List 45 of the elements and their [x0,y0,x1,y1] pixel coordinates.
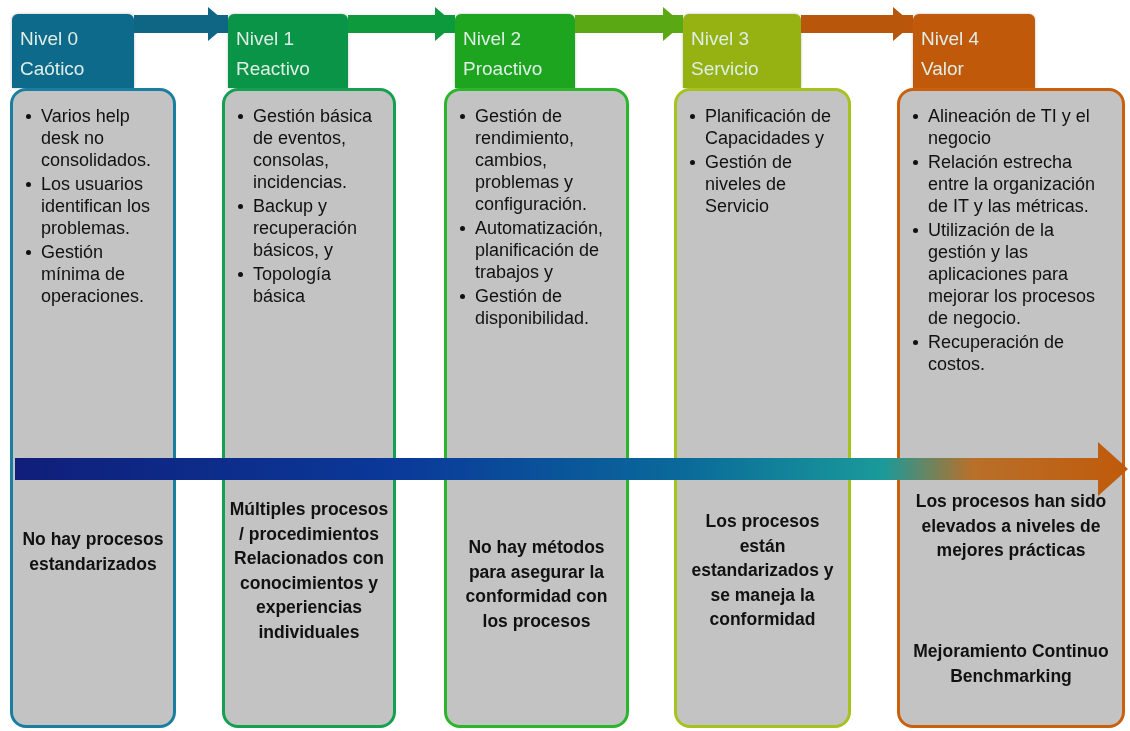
level-title: Caótico [20,57,85,81]
summary-text: No hay procesos estandarizados [21,528,165,576]
summary-text: Múltiples procesos / procedimientos Relacionados con conocimientos y experiencias individuales [229,498,389,644]
level-tab [455,14,575,88]
level-title: Reactivo [236,57,310,81]
level-title: Nivel 4 [921,27,980,51]
level-tab [228,14,348,88]
level-title: Nivel 2 [463,27,522,51]
arrow [801,7,913,41]
level-title: Nivel 0 [20,27,79,51]
bullet-item: Varios help desk no consolidados. [41,106,152,170]
level-card [897,88,1125,728]
arrow [134,7,228,41]
level-tab [12,14,134,88]
level-card [222,88,396,728]
bullet-item: Gestión de niveles de Servicio [705,152,793,216]
level-title: Servicio [691,57,759,81]
bullet-item: Gestión básica de eventos, consolas, incidencias. [253,106,373,192]
bullet-item: Relación estrecha entre la organización de IT y las métricas. [928,152,1096,216]
bullet-item: Gestión de rendimiento, cambios, problemas y configuración. [475,106,588,214]
level-card [444,88,629,728]
bullet-item: Utilización de la gestión y las aplicaciones para mejorar los procesos de negocio. [928,220,1096,328]
bullet-item: Backup y recuperación básicos, y [253,196,358,260]
level-title: Nivel 3 [691,27,750,51]
bullet-item: Los usuarios identifican los problemas. [41,174,151,238]
bullet-item: Automatización, planificación de trabajos y [475,218,604,282]
level-title: Nivel 1 [236,27,295,51]
level-card [10,88,176,728]
arrow [348,7,455,41]
bullet-item: Gestión mínima de operaciones. [41,242,145,306]
summary-text: Los procesos están estandarizados y se maneja la conformidad [690,510,835,631]
bullet-item: Alineación de TI y el negocio [928,106,1090,148]
summary-text: Los procesos han sido elevados a niveles de mejores prácticas [914,490,1108,562]
level-title: Valor [921,57,964,81]
summary-text: Mejoramiento Continuo Benchmarking [912,640,1110,688]
summary-text: No hay métodos para asegurar la conformidad con los procesos [464,536,609,633]
level-tab [913,14,1035,88]
bullet-item: Gestión de disponibilidad. [475,286,590,328]
level-card [674,88,851,728]
arrow [575,7,683,41]
bullet-item: Recuperación de costos. [928,332,1065,374]
bullet-item: Planificación de Capacidades y [705,106,832,148]
level-title: Proactivo [463,57,543,81]
level-tab [683,14,801,88]
bullet-item: Topología básica [253,264,332,306]
